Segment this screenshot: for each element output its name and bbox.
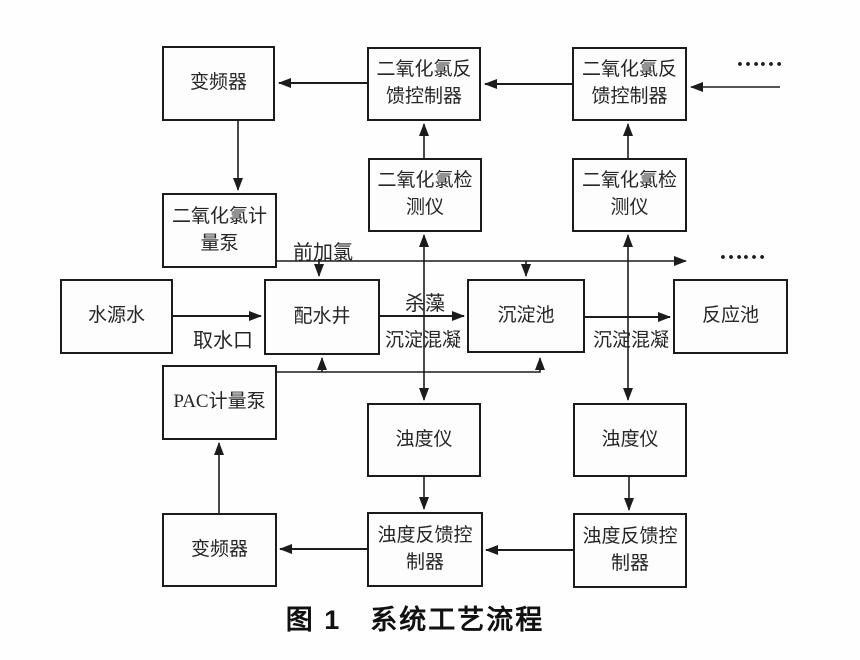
node-distribution-well: 配水井 bbox=[264, 279, 380, 355]
node-turbidity-meter-1: 浊度仪 bbox=[367, 403, 481, 477]
edge-label-algae-killing: 杀藻 bbox=[405, 293, 445, 315]
edge-label-coagulation-1: 沉淀混凝 bbox=[384, 330, 461, 351]
node-turbidity-feedback-controller-1: 浊度反馈控 制器 bbox=[367, 512, 483, 587]
node-clo2-metering-pump: 二氧化氯计 量泵 bbox=[162, 193, 277, 268]
node-reaction-tank: 反应池 bbox=[673, 279, 788, 354]
node-turbidity-meter-2: 浊度仪 bbox=[573, 403, 687, 477]
node-clo2-detector-2: 二氧化氯检 测仪 bbox=[572, 158, 687, 232]
edge-label-intake: 取水口 bbox=[193, 330, 253, 352]
node-clo2-feedback-controller-1: 二氧化氯反 馈控制器 bbox=[367, 47, 481, 121]
edge-label-pre-chlorination: 前加氯 bbox=[293, 242, 353, 264]
node-frequency-converter-bottom: 变频器 bbox=[162, 513, 277, 587]
node-sedimentation-tank: 沉淀池 bbox=[467, 279, 585, 353]
node-clo2-feedback-controller-2: 二氧化氯反 馈控制器 bbox=[572, 47, 687, 121]
node-pac-metering-pump: PAC计量泵 bbox=[162, 365, 277, 440]
ellipsis-continuation-middle: …… bbox=[719, 239, 766, 265]
node-frequency-converter-top: 变频器 bbox=[162, 46, 275, 121]
ellipsis-continuation-top: …… bbox=[736, 46, 783, 72]
figure-caption: 图 1 系统工艺流程 bbox=[285, 605, 545, 635]
line-pac-dosing bbox=[277, 357, 545, 373]
node-source-water: 水源水 bbox=[60, 279, 173, 354]
edge-label-coagulation-2: 沉淀混凝 bbox=[592, 330, 669, 351]
node-clo2-detector-1: 二氧化氯检 测仪 bbox=[368, 158, 482, 232]
node-turbidity-feedback-controller-2: 浊度反馈控 制器 bbox=[573, 513, 687, 588]
